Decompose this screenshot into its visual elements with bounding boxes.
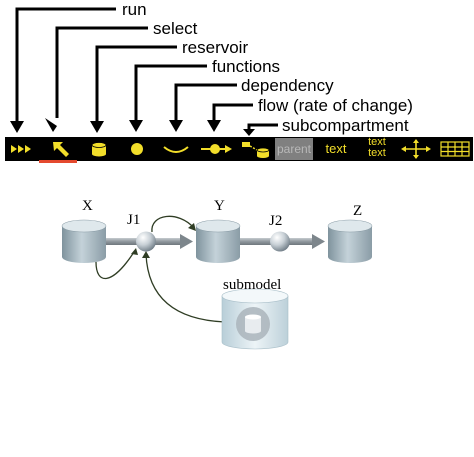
parent-button-label: parent bbox=[276, 142, 312, 156]
select-arrow-icon bbox=[53, 142, 69, 157]
move-icon bbox=[401, 139, 431, 159]
model-diagram bbox=[61, 215, 373, 350]
dependency-j1-to-y[interactable] bbox=[151, 215, 195, 233]
flow-icon bbox=[201, 144, 232, 154]
text-button-label: text bbox=[325, 141, 347, 156]
reservoir-x[interactable] bbox=[61, 219, 107, 263]
table-icon bbox=[440, 141, 470, 157]
selected-indicator bbox=[39, 160, 77, 163]
label-z: Z bbox=[353, 203, 363, 219]
flow-button[interactable] bbox=[197, 138, 235, 160]
toolbar: parent text text text bbox=[5, 137, 473, 161]
run-button[interactable] bbox=[5, 138, 39, 160]
callout-lines bbox=[10, 7, 278, 136]
label-j2: J2 bbox=[269, 213, 283, 229]
dependency-submodel-to-j1[interactable] bbox=[145, 253, 226, 323]
dependency-button[interactable] bbox=[157, 138, 195, 160]
function-icon bbox=[131, 143, 143, 155]
submodel[interactable] bbox=[221, 288, 289, 350]
dependency-icon bbox=[163, 146, 189, 153]
text-text-label-2: text bbox=[368, 147, 386, 159]
callout-functions: functions bbox=[212, 57, 281, 76]
text-button[interactable]: text bbox=[315, 138, 357, 160]
reservoir-y[interactable] bbox=[195, 219, 241, 263]
flow-regulator-j1[interactable] bbox=[136, 231, 156, 252]
flow-regulator-j2[interactable] bbox=[270, 231, 290, 252]
label-submodel: submodel bbox=[223, 277, 282, 293]
table-button[interactable] bbox=[437, 138, 473, 160]
label-x: X bbox=[82, 198, 93, 214]
label-j1: J1 bbox=[127, 212, 141, 228]
subcompartment-icon bbox=[242, 142, 270, 158]
label-y: Y bbox=[214, 198, 225, 214]
reservoir-button[interactable] bbox=[81, 138, 117, 160]
callout-run: run bbox=[122, 0, 147, 19]
move-button[interactable] bbox=[397, 138, 435, 160]
reservoir-icon bbox=[91, 142, 107, 157]
callout-reservoir: reservoir bbox=[182, 38, 249, 57]
callout-dependency: dependency bbox=[241, 76, 334, 95]
dependency-x-to-j1[interactable] bbox=[95, 251, 135, 280]
parent-button[interactable]: parent bbox=[275, 138, 313, 160]
reservoir-z[interactable] bbox=[327, 219, 373, 263]
select-button[interactable] bbox=[41, 138, 79, 160]
callout-select: select bbox=[153, 19, 198, 38]
subcompartment-button[interactable] bbox=[237, 138, 273, 160]
text-text-label-1: text bbox=[368, 136, 386, 148]
callout-subcompartment: subcompartment bbox=[282, 116, 409, 135]
text-text-button[interactable]: text text bbox=[359, 136, 395, 160]
run-icon bbox=[11, 145, 31, 153]
callout-flow: flow (rate of change) bbox=[258, 96, 413, 115]
function-button[interactable] bbox=[119, 138, 155, 160]
